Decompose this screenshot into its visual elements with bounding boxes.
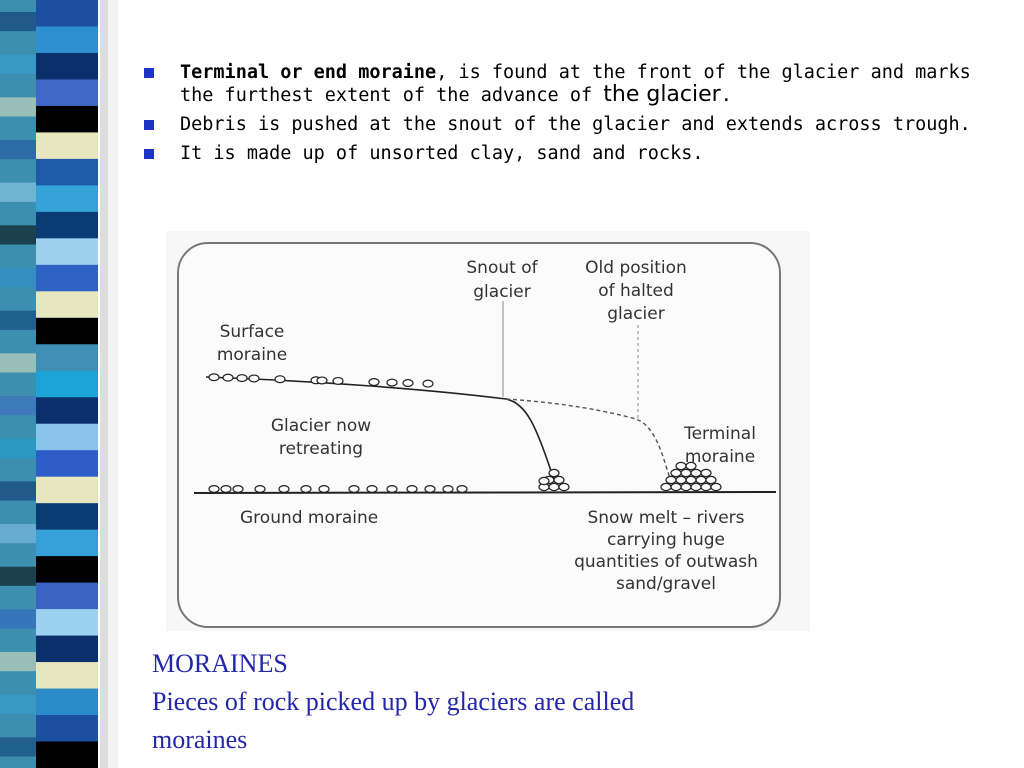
old-glacier-profile [505, 398, 672, 482]
caption-line-1: Pieces of rock picked up by glaciers are… [152, 687, 635, 716]
caption-title: MORAINES [152, 649, 288, 678]
caption-line-2: moraines [152, 725, 248, 754]
bullet-list: Terminal or end moraine, is found at the… [140, 62, 990, 172]
ground-moraine-label: Ground moraine [240, 508, 378, 528]
ground-line [193, 491, 777, 494]
glacier-profile [205, 376, 559, 490]
bullet-square-icon [144, 149, 154, 159]
terminal-moraine-pile [660, 461, 722, 492]
term-bold: Terminal or end moraine [180, 62, 437, 83]
bullet-item-debris: Debris is pushed at the snout of the gla… [140, 114, 990, 136]
bullet-square-icon [144, 120, 154, 130]
snout-debris-pile [538, 468, 570, 492]
bullet-square-icon [144, 68, 154, 78]
surface-moraine-rocks [208, 373, 434, 388]
ground-moraine-rocks [208, 485, 468, 494]
bullet-item-terminal: Terminal or end moraine, is found at the… [140, 62, 990, 107]
decorative-stripe-bar [0, 0, 118, 768]
slide-caption: MORAINES Pieces of rock picked up by gla… [152, 645, 912, 759]
bullet-item-composition: It is made up of unsorted clay, sand and… [140, 143, 990, 165]
